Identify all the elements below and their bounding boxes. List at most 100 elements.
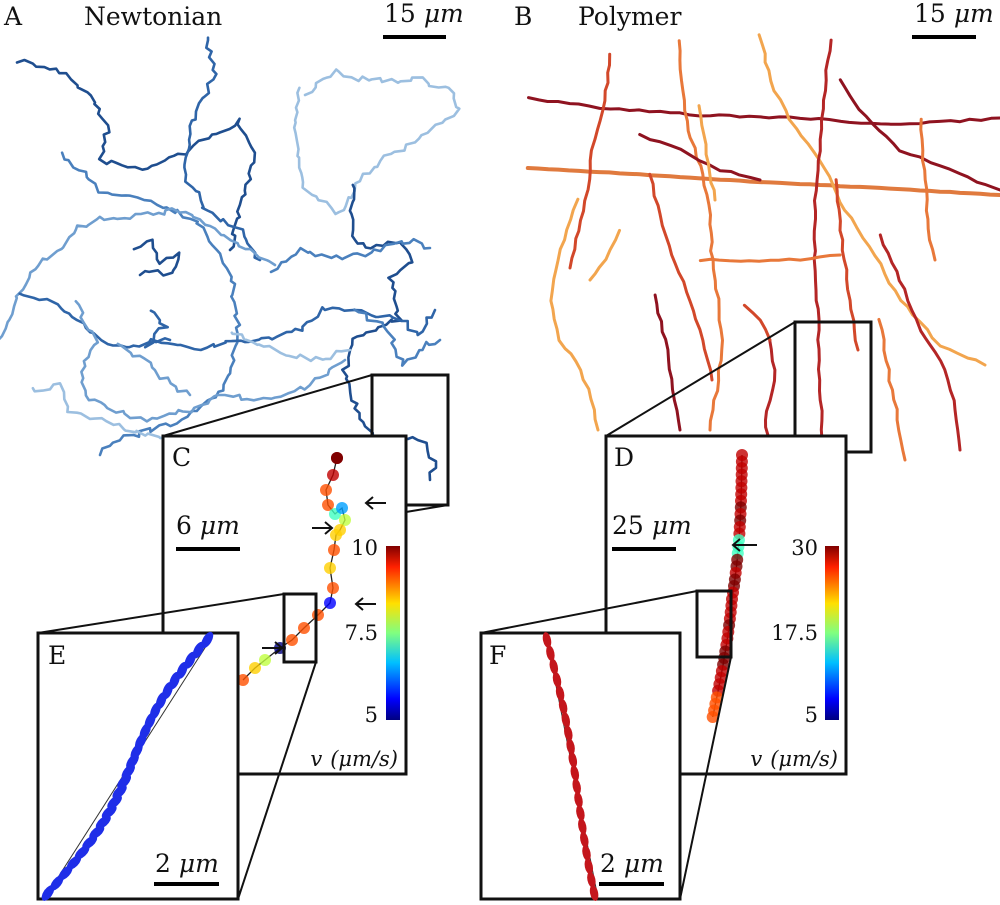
panel-b-letter: B bbox=[514, 2, 532, 31]
newtonian-trajectory bbox=[15, 58, 257, 252]
panel-d-colorbar-unit: (μm/s) bbox=[770, 747, 838, 771]
panel-f-body-marker bbox=[558, 698, 568, 715]
panel-d-colorbar-gradient bbox=[825, 546, 839, 720]
panel-d-track-point bbox=[706, 711, 719, 723]
polymer-trajectory bbox=[838, 78, 1000, 192]
connector-line bbox=[237, 661, 317, 900]
panel-f-body-marker bbox=[552, 672, 562, 688]
panel-f-body-marker bbox=[570, 765, 580, 782]
panel-f-scale-unit: μm bbox=[624, 849, 664, 878]
newtonian-trajectory bbox=[74, 300, 347, 423]
polymer-trajectory bbox=[568, 52, 612, 270]
newtonian-trajectory bbox=[353, 308, 442, 367]
panel-b-title: Polymer bbox=[578, 2, 681, 31]
connector-line bbox=[162, 374, 373, 437]
panel-f-body-marker bbox=[576, 805, 585, 821]
panel-c-colorbar-tick: 7.5 bbox=[345, 621, 378, 645]
panel-f-body-marker bbox=[589, 885, 599, 901]
newtonian-trajectory bbox=[269, 237, 432, 274]
newtonian-trajectory bbox=[292, 68, 461, 216]
newtonian-trajectory bbox=[143, 309, 172, 349]
panel-c-colorbar: 10 7.5 5 v(μm/s) bbox=[310, 536, 400, 771]
panel-c-colorbar-unit: (μm/s) bbox=[330, 747, 398, 771]
svg-text:6μm: 6 μm bbox=[176, 511, 240, 540]
newtonian-trajectory bbox=[31, 382, 182, 442]
svg-text:2μm: 2 μm bbox=[600, 849, 664, 878]
panel-d-colorbar: 30 17.5 5 v (μm/s) bbox=[750, 536, 839, 771]
panel-c-track-point bbox=[327, 582, 339, 594]
panel-d-track bbox=[706, 449, 757, 723]
panel-c-track-point bbox=[259, 654, 271, 666]
svg-text:v(μm/s): v(μm/s) bbox=[310, 747, 398, 771]
polymer-trajectory bbox=[764, 338, 777, 447]
panel-f-body-marker bbox=[555, 685, 565, 702]
panel-c-track bbox=[237, 452, 386, 686]
panel-e-track bbox=[41, 631, 214, 901]
panel-c-colorbar-tick: 5 bbox=[365, 703, 378, 727]
panel-f-body-marker bbox=[566, 738, 575, 755]
panel-e-body-marker bbox=[184, 651, 196, 669]
panel-e-body-marker bbox=[107, 794, 122, 809]
panel-b-scale-value: 15 bbox=[914, 0, 946, 28]
panel-c-scale-unit: μm bbox=[200, 511, 240, 540]
panel-f-body-marker bbox=[587, 871, 596, 888]
panel-d-scale-value: 25 bbox=[612, 511, 644, 540]
panel-f-body-marker bbox=[574, 791, 583, 808]
connector-line bbox=[480, 590, 698, 634]
panel-f-body-marker bbox=[584, 858, 594, 875]
panel-f-scalebar: 2 μm bbox=[599, 849, 664, 886]
polymer-trajectory bbox=[638, 133, 762, 182]
polymer-trajectory bbox=[834, 178, 860, 352]
panel-f-scale-value: 2 bbox=[600, 849, 616, 878]
panel-e-body-marker bbox=[95, 815, 111, 829]
polymer-trajectory bbox=[877, 317, 907, 462]
svg-text:2μm: 2μm bbox=[155, 849, 219, 878]
panel-d-colorbar-var: v bbox=[750, 747, 762, 771]
polymer-trajectory bbox=[919, 117, 937, 262]
zoom-box-b bbox=[793, 320, 873, 454]
zoom-connectors-bd bbox=[605, 320, 873, 454]
panel-e-body-marker bbox=[201, 631, 214, 649]
panel-d-colorbar-tick: 30 bbox=[791, 536, 818, 560]
panel-f-track bbox=[542, 632, 599, 901]
left-arrow-icon bbox=[262, 641, 284, 655]
panel-f-body-marker bbox=[542, 632, 552, 648]
panel-f-frame bbox=[479, 631, 682, 901]
panel-c-track-point bbox=[322, 499, 334, 511]
panel-c-track-point bbox=[312, 609, 324, 621]
polymer-trajectories bbox=[525, 33, 1000, 462]
newtonian-trajectories bbox=[0, 36, 461, 482]
panel-c-track-point bbox=[298, 622, 310, 634]
zoom-connectors-ce bbox=[37, 592, 318, 900]
panel-f-body-marker bbox=[572, 778, 581, 795]
panel-c-track-point bbox=[336, 502, 348, 514]
panel-f-body-marker bbox=[582, 845, 591, 861]
panel-c-track-point bbox=[339, 514, 351, 526]
connector-line bbox=[679, 656, 732, 900]
left-arrow-icon bbox=[312, 521, 334, 535]
panel-d-colorbar-tick: 17.5 bbox=[771, 621, 818, 645]
panel-c-track-point bbox=[249, 662, 261, 674]
panel-d-colorbar-tick: 5 bbox=[805, 703, 818, 727]
connector-line bbox=[605, 321, 796, 437]
panel-f-body-marker bbox=[578, 818, 587, 835]
panel-c-track-point bbox=[237, 674, 249, 686]
panel-f-letter: F bbox=[489, 641, 506, 670]
panel-c-scale-value: 6 bbox=[176, 511, 192, 540]
left-arrow-icon bbox=[364, 496, 386, 510]
panel-c-track-point bbox=[324, 597, 336, 609]
panel-f-body-marker bbox=[580, 831, 589, 848]
polymer-trajectory bbox=[742, 303, 772, 342]
connector-line bbox=[37, 593, 285, 634]
panel-e-body-marker bbox=[112, 784, 127, 799]
panel-e-frame bbox=[36, 631, 240, 901]
